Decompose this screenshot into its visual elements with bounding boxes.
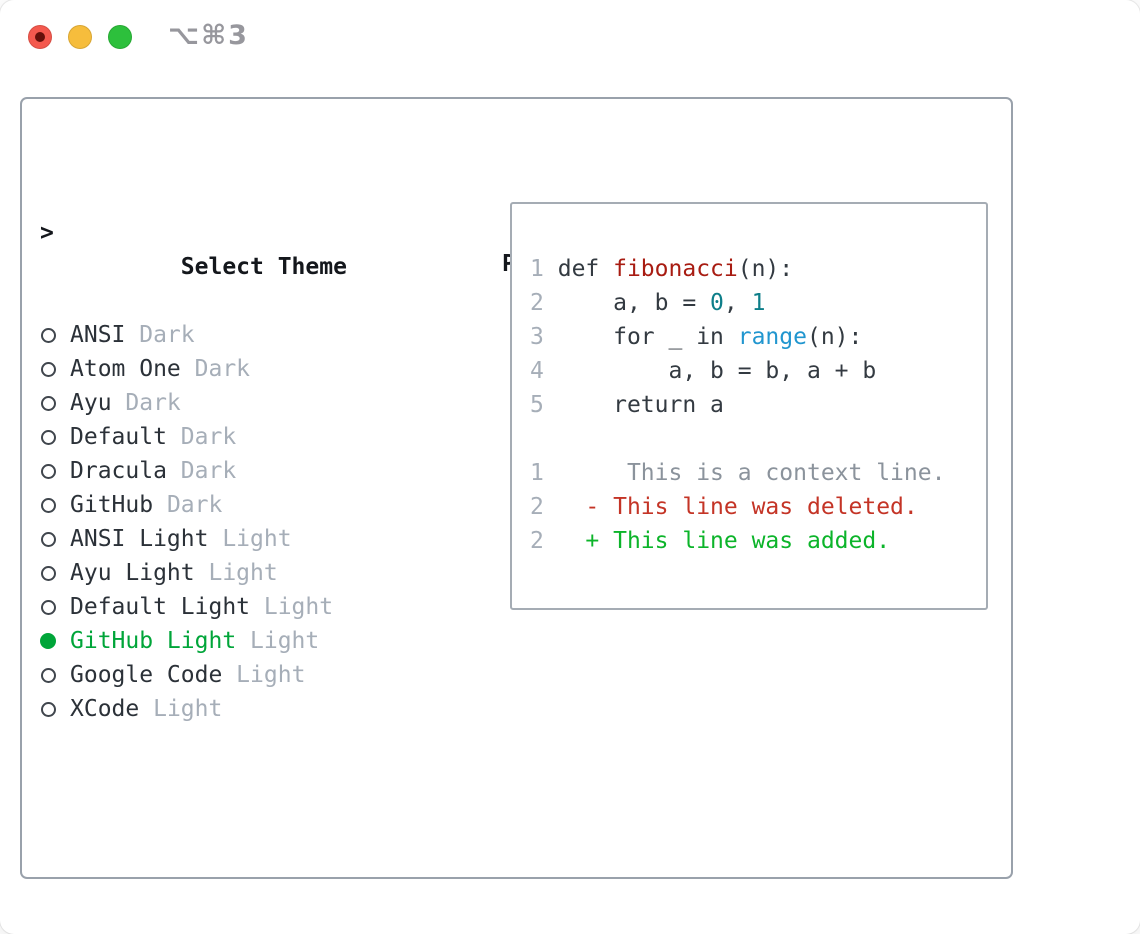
code-token: + This line was added. bbox=[557, 528, 891, 554]
code-token: (n): bbox=[737, 256, 794, 282]
code-line bbox=[530, 422, 945, 456]
line-number: 4 bbox=[530, 358, 544, 384]
code-token: - This line was deleted. bbox=[557, 494, 918, 520]
theme-name: GitHub bbox=[70, 492, 154, 518]
radio-icon bbox=[41, 566, 56, 581]
close-dot-icon bbox=[35, 32, 45, 42]
line-number: 1 bbox=[530, 256, 544, 282]
theme-variant-tag: Dark bbox=[166, 424, 237, 450]
code-line: 1 This is a context line. bbox=[530, 456, 945, 490]
radio-icon bbox=[41, 328, 56, 343]
code-line: 2 a, b = 0, 1 bbox=[530, 286, 945, 320]
line-number: 1 bbox=[530, 460, 544, 486]
theme-variant-tag: Light bbox=[250, 594, 334, 620]
radio-icon bbox=[41, 396, 56, 411]
theme-option[interactable]: ANSI Dark bbox=[40, 318, 428, 352]
code-token: 1 bbox=[751, 290, 766, 316]
select-theme-header: Select Theme bbox=[180, 254, 347, 280]
select-theme-header-row: > Select Theme bbox=[40, 216, 428, 280]
code-token: range bbox=[737, 324, 807, 350]
code-line: 5 return a bbox=[530, 388, 945, 422]
code-token: a, b = b, a + b bbox=[557, 358, 877, 384]
line-number: 2 bbox=[530, 290, 544, 316]
code-token: fibonacci bbox=[613, 256, 738, 282]
code-line: 3 for _ in range(n): bbox=[530, 320, 945, 354]
code-token: 0 bbox=[710, 290, 724, 316]
radio-icon bbox=[41, 668, 56, 683]
minimize-button[interactable] bbox=[68, 25, 92, 49]
traffic-lights bbox=[28, 25, 132, 49]
code-token: a, b = bbox=[557, 290, 711, 316]
code-token: return a bbox=[557, 392, 724, 418]
titlebar: ⌥⌘3 bbox=[0, 0, 1140, 75]
theme-variant-tag: Light bbox=[139, 696, 223, 722]
theme-name: Dracula bbox=[70, 458, 167, 484]
theme-option[interactable]: Dracula Dark bbox=[40, 454, 428, 488]
apply-to-header-row: Apply To bbox=[40, 896, 428, 930]
window-title: ⌥⌘3 bbox=[168, 20, 249, 51]
code-line: 1 def fibonacci(n): bbox=[530, 252, 945, 286]
theme-name: Default bbox=[70, 424, 167, 450]
theme-option[interactable]: XCode Light bbox=[40, 692, 428, 726]
theme-option[interactable]: ANSI Light Light bbox=[40, 522, 428, 556]
code-token: This is a context line. bbox=[557, 460, 946, 486]
radio-icon bbox=[41, 532, 56, 547]
radio-icon bbox=[41, 464, 56, 479]
theme-name: Ayu bbox=[70, 390, 112, 416]
radio-icon bbox=[41, 430, 56, 445]
code-token: , bbox=[723, 290, 752, 316]
theme-name: Google Code bbox=[70, 662, 223, 688]
radio-icon bbox=[41, 702, 56, 717]
theme-name: ANSI Light bbox=[70, 526, 209, 552]
theme-variant-tag: Dark bbox=[111, 390, 181, 416]
theme-name: Default Light bbox=[70, 594, 251, 620]
code-token: for _ in bbox=[557, 324, 738, 350]
theme-option[interactable]: Google Code Light bbox=[40, 658, 428, 692]
theme-variant-tag: Light bbox=[222, 662, 306, 688]
theme-name: Atom One bbox=[70, 356, 181, 382]
code-token: (n): bbox=[806, 324, 863, 350]
theme-variant-tag: Dark bbox=[153, 492, 223, 518]
theme-option[interactable]: Ayu Light Light bbox=[40, 556, 428, 590]
radio-icon bbox=[41, 600, 56, 615]
theme-variant-tag: Dark bbox=[125, 322, 195, 348]
theme-option[interactable]: Atom One Dark bbox=[40, 352, 428, 386]
theme-name: XCode bbox=[70, 696, 140, 722]
theme-name: Ayu Light bbox=[70, 560, 195, 586]
line-number: 3 bbox=[530, 324, 544, 350]
theme-name: ANSI bbox=[70, 322, 126, 348]
code-token: def bbox=[557, 256, 614, 282]
theme-option[interactable]: GitHub Dark bbox=[40, 488, 428, 522]
theme-name: GitHub Light bbox=[70, 628, 237, 654]
code-line: 4 a, b = b, a + b bbox=[530, 354, 945, 388]
theme-variant-tag: Light bbox=[208, 526, 292, 552]
theme-variant-tag: Light bbox=[194, 560, 278, 586]
theme-variant-tag: Dark bbox=[166, 458, 237, 484]
line-number: 5 bbox=[530, 392, 544, 418]
theme-option[interactable]: Default Dark bbox=[40, 420, 428, 454]
theme-variant-tag: Dark bbox=[180, 356, 251, 382]
close-button[interactable] bbox=[28, 25, 52, 49]
line-number: 2 bbox=[530, 528, 544, 554]
code-line: 2 + This line was added. bbox=[530, 524, 945, 558]
theme-option[interactable]: Ayu Dark bbox=[40, 386, 428, 420]
radio-icon bbox=[41, 498, 56, 513]
theme-variant-tag: Light bbox=[236, 628, 320, 654]
code-line: 2 - This line was deleted. bbox=[530, 490, 945, 524]
theme-option[interactable]: GitHub Light Light bbox=[40, 624, 428, 658]
radio-icon bbox=[41, 362, 56, 377]
line-number: 2 bbox=[530, 494, 544, 520]
theme-option[interactable]: Default Light Light bbox=[40, 590, 428, 624]
focus-caret: > bbox=[40, 220, 54, 246]
zoom-button[interactable] bbox=[108, 25, 132, 49]
spacer bbox=[40, 794, 428, 828]
radio-selected-icon bbox=[40, 633, 56, 649]
